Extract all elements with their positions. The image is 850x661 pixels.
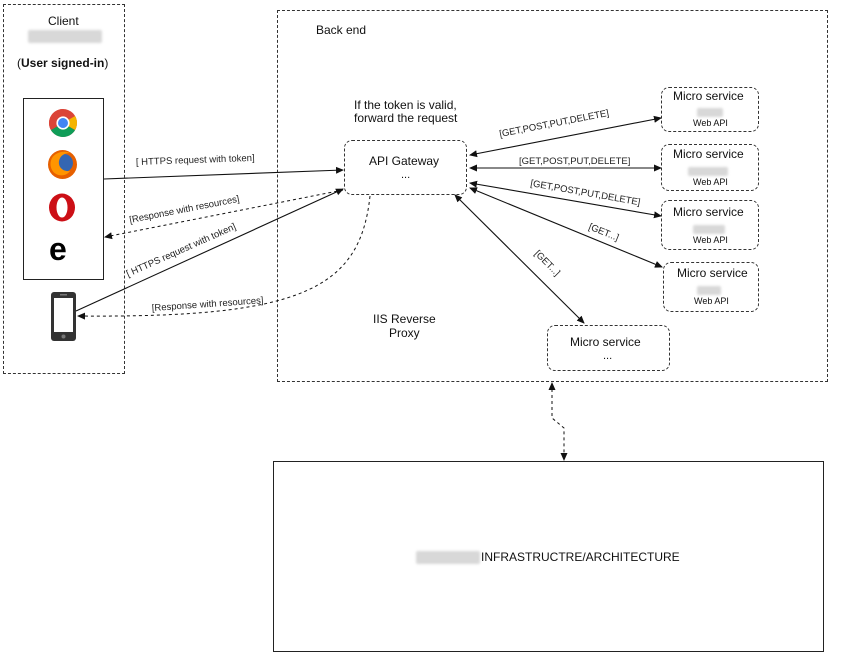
microservice-1-title: Micro service bbox=[673, 89, 744, 103]
backend-container bbox=[277, 10, 828, 382]
edge-ms5 bbox=[454, 194, 585, 324]
microservice-3-name-redacted bbox=[693, 221, 725, 239]
edge-label-crud2: [GET,POST,PUT,DELETE] bbox=[519, 156, 630, 167]
edge-label-response-mobile: [Response with resources] bbox=[151, 295, 263, 314]
microservice-4-box bbox=[663, 262, 759, 312]
gateway-note-line1: If the token is valid, bbox=[354, 98, 457, 112]
microservice-2-title: Micro service bbox=[673, 147, 744, 161]
edge-label-get4: [GET...] bbox=[587, 222, 621, 244]
edge-label-crud1: [GET,POST,PUT,DELETE] bbox=[498, 108, 609, 140]
edge-icon: e bbox=[49, 234, 67, 264]
client-signed-in-label: User signed-in bbox=[21, 56, 105, 70]
infrastructure-box bbox=[273, 461, 824, 652]
edge-browser-response bbox=[104, 189, 344, 240]
api-gateway-ellipsis: ... bbox=[401, 169, 411, 181]
mobile-phone-icon bbox=[51, 292, 76, 341]
client-name-redacted bbox=[28, 30, 102, 48]
iis-line2: Proxy bbox=[389, 326, 420, 340]
edge-label-get5: [GET...] bbox=[532, 248, 562, 278]
backend-title: Back end bbox=[316, 23, 367, 37]
opera-icon bbox=[49, 193, 75, 222]
microservice-4-subtitle: Web API bbox=[694, 296, 729, 306]
edge-label-https-request: [ HTTPS request with token] bbox=[136, 153, 255, 168]
microservice-1-subtitle: Web API bbox=[693, 118, 728, 128]
edge-mobile-response bbox=[77, 195, 371, 320]
edge-ms1 bbox=[469, 115, 662, 158]
microservice-4-name-redacted bbox=[697, 282, 721, 300]
edge-infrastructure bbox=[548, 382, 568, 461]
chrome-icon bbox=[49, 109, 77, 137]
browser-group bbox=[23, 98, 104, 280]
microservice-4-title: Micro service bbox=[677, 266, 748, 280]
edge-label-response: [Response with resources] bbox=[128, 194, 240, 226]
microservice-2-name-redacted bbox=[688, 163, 728, 181]
microservice-3-subtitle: Web API bbox=[693, 235, 728, 245]
client-signed-in: (User signed-in) bbox=[17, 56, 109, 70]
microservice-2-subtitle: Web API bbox=[693, 177, 728, 187]
edge-mobile-request bbox=[75, 188, 344, 312]
infrastructure-title: INFRASTRUCTRE/ARCHITECTURE bbox=[481, 550, 680, 564]
microservice-5-box bbox=[547, 325, 670, 371]
gateway-note-line2: forward the request bbox=[354, 111, 458, 125]
microservice-1-box bbox=[661, 87, 759, 132]
edge-browser-request bbox=[103, 166, 344, 180]
iis-line1: IIS Reverse bbox=[373, 312, 436, 326]
microservice-3-title: Micro service bbox=[673, 205, 744, 219]
svg-text:e: e bbox=[49, 234, 67, 264]
api-gateway-box bbox=[344, 140, 467, 195]
edge-label-crud3: [GET,POST,PUT,DELETE] bbox=[529, 178, 641, 208]
infrastructure-name-redacted bbox=[416, 551, 480, 569]
client-title: Client bbox=[48, 14, 79, 28]
api-gateway-title: API Gateway bbox=[369, 154, 440, 168]
microservice-5-title: Micro service bbox=[570, 335, 641, 349]
client-container bbox=[3, 4, 125, 374]
firefox-icon bbox=[48, 150, 77, 179]
microservice-5-ellipsis: ... bbox=[603, 350, 613, 362]
microservice-1-name-redacted bbox=[697, 104, 723, 122]
